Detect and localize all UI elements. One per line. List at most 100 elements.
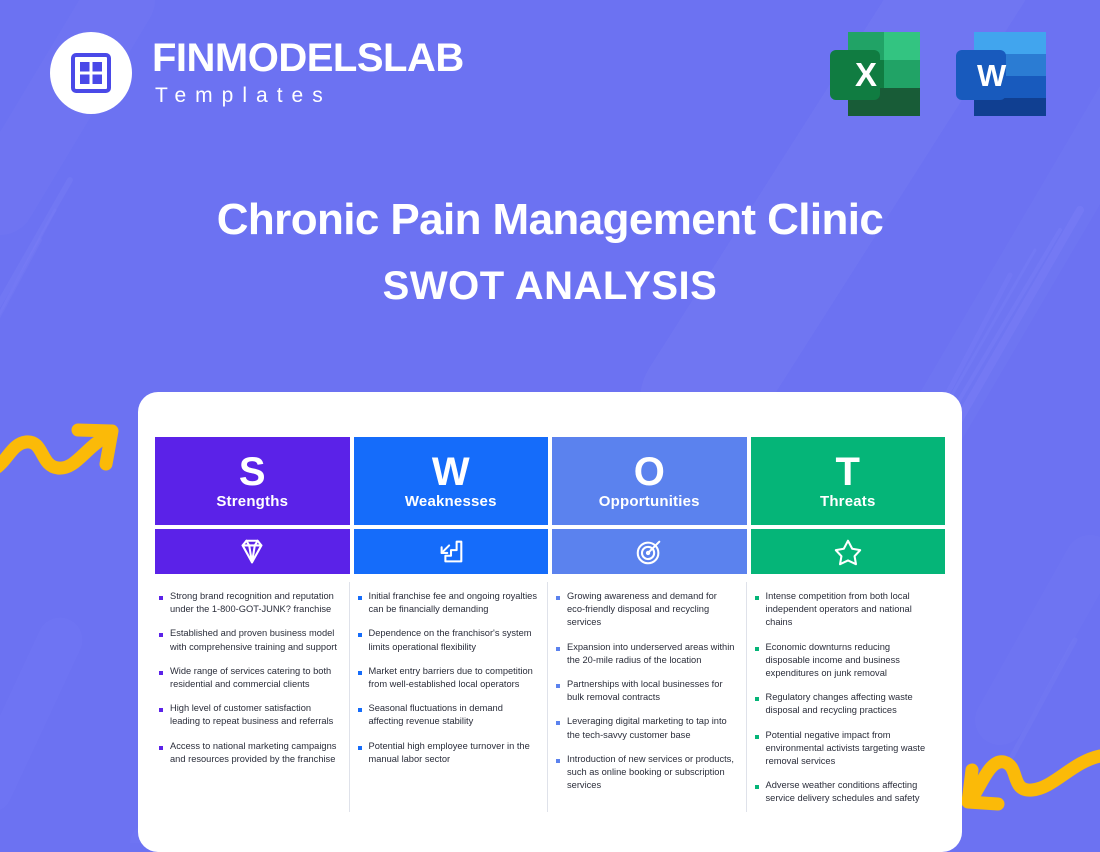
swot-column-opportunities: O Opportunities Growing awareness and de… [552, 437, 747, 816]
list-item-text: Strong brand recognition and reputation … [170, 591, 334, 615]
list-item-text: High level of customer satisfaction lead… [170, 703, 334, 727]
list-item: Growing awareness and demand for eco-fri… [556, 590, 737, 630]
swot-label: Strengths [216, 493, 289, 510]
bullet-icon [556, 721, 560, 726]
brand-subtitle: Templates [155, 84, 332, 107]
bullet-icon [754, 596, 759, 600]
list-item: Potential high employee turnover in the … [357, 740, 539, 766]
list-item: Strong brand recognition and reputation … [159, 590, 340, 616]
list-item-text: Regulatory changes affecting waste dispo… [765, 692, 913, 716]
list-item: Adverse weather conditions affecting ser… [754, 779, 936, 805]
swot-header-weaknesses: W Weaknesses [353, 437, 548, 525]
excel-icon: X [826, 28, 924, 120]
list-item-text: Market entry barriers due to competition… [368, 665, 533, 689]
list-item-text: Partnerships with local businesses for b… [567, 678, 723, 703]
list-item-text: Established and proven business model wi… [170, 628, 337, 652]
swot-iconbar-threats [750, 529, 945, 574]
swot-letter: O [633, 450, 665, 494]
swot-label: Threats [819, 493, 876, 510]
swot-letter: S [238, 450, 266, 494]
swot-body-strengths: Strong brand recognition and reputation … [155, 574, 350, 812]
list-item-text: Access to national marketing campaigns a… [170, 740, 337, 764]
swot-iconbar-weaknesses [353, 529, 548, 574]
descending-stairs-icon [440, 540, 463, 562]
list-item: Seasonal fluctuations in demand affectin… [357, 702, 539, 728]
list-item: Intense competition from both local inde… [754, 590, 936, 630]
swot-label: Weaknesses [404, 493, 497, 510]
list-item: Initial franchise fee and ongoing royalt… [357, 590, 539, 616]
list-item: High level of customer satisfaction lead… [159, 702, 340, 728]
brand-logo: FINMODELSLAB Templates [50, 32, 464, 114]
list-item: Market entry barriers due to competition… [357, 665, 539, 691]
word-icon: W [952, 28, 1050, 120]
swot-body-opportunities: Growing awareness and demand for eco-fri… [552, 574, 747, 813]
swot-column-weaknesses: W Weaknesses Initial franchise fee and o… [353, 437, 549, 816]
swot-column-threats: T Threats Intense competition from both … [750, 437, 946, 816]
grid-squares-icon [71, 53, 111, 93]
logo-mark [50, 32, 132, 114]
list-item-text: Introduction of new services or products… [567, 753, 734, 791]
swot-body-weaknesses: Initial franchise fee and ongoing royalt… [354, 574, 549, 812]
list-item: Regulatory changes affecting waste dispo… [754, 691, 936, 717]
bullet-icon [159, 633, 163, 638]
list-item: Wide range of services catering to both … [159, 665, 340, 691]
bullet-icon [357, 708, 362, 713]
bullet-icon [556, 683, 560, 688]
title-block: Chronic Pain Management Clinic SWOT ANAL… [0, 195, 1100, 309]
star-icon [834, 539, 861, 565]
list-item-text: Potential high employee turnover in the … [368, 740, 530, 764]
bullet-icon [556, 646, 560, 651]
bullet-icon [754, 646, 759, 651]
list-item-text: Leveraging digital marketing to tap into… [567, 716, 727, 740]
bullet-icon [357, 633, 362, 638]
bullet-icon [357, 596, 362, 600]
brand-name: FINMODELSLAB [152, 36, 464, 80]
swot-header-opportunities: O Opportunities [552, 437, 747, 525]
list-item-text: Potential negative impact from environme… [765, 729, 926, 766]
page-header: FINMODELSLAB Templates X [0, 0, 1100, 150]
list-item-text: Intense competition from both local inde… [765, 591, 912, 628]
bullet-icon [754, 785, 759, 790]
page-subtitle: SWOT ANALYSIS [382, 264, 718, 309]
swot-header-threats: T Threats [750, 437, 945, 525]
swot-label: Opportunities [598, 493, 700, 510]
list-item: Access to national marketing campaigns a… [159, 740, 340, 766]
list-item: Established and proven business model wi… [159, 627, 340, 653]
bullet-icon [159, 670, 163, 675]
list-item-text: Initial franchise fee and ongoing royalt… [368, 591, 537, 615]
swot-card: S Strengths Strong brand recognition and… [138, 392, 962, 852]
list-item-text: Adverse weather conditions affecting ser… [765, 780, 920, 804]
list-item-text: Dependence on the franchisor's system li… [368, 628, 532, 652]
swot-iconbar-opportunities [552, 529, 747, 574]
bullet-icon [754, 697, 759, 702]
list-item-text: Expansion into underserved areas within … [567, 641, 735, 665]
list-item-text: Growing awareness and demand for eco-fri… [567, 591, 717, 628]
svg-text:X: X [855, 56, 877, 93]
squiggle-arrow-up-right-icon [0, 423, 119, 475]
page-title: Chronic Pain Management Clinic [216, 195, 884, 244]
bullet-icon [159, 745, 163, 750]
bullet-icon [556, 758, 560, 763]
list-item: Leveraging digital marketing to tap into… [556, 715, 737, 741]
list-item: Dependence on the franchisor's system li… [357, 627, 539, 653]
svg-text:W: W [977, 58, 1007, 93]
list-item: Potential negative impact from environme… [754, 729, 936, 769]
swot-letter: T [835, 450, 860, 494]
list-item-text: Wide range of services catering to both … [170, 665, 332, 689]
bullet-icon [159, 708, 163, 713]
swot-column-strengths: S Strengths Strong brand recognition and… [155, 437, 350, 816]
diamond-icon [241, 539, 263, 563]
list-item: Partnerships with local businesses for b… [556, 678, 737, 704]
bullet-icon [754, 734, 759, 739]
bullet-icon [159, 596, 163, 600]
swot-header-strengths: S Strengths [155, 437, 350, 525]
swot-body-threats: Intense competition from both local inde… [751, 574, 946, 816]
list-item-text: Economic downturns reducing disposable i… [765, 641, 900, 678]
bullet-icon [556, 596, 560, 600]
swot-letter: W [431, 450, 470, 494]
squiggle-arrow-down-left-icon [961, 749, 1100, 811]
bullet-icon [357, 745, 362, 750]
list-item: Economic downturns reducing disposable i… [754, 641, 936, 681]
swot-iconbar-strengths [155, 529, 350, 574]
list-item: Expansion into underserved areas within … [556, 641, 737, 667]
